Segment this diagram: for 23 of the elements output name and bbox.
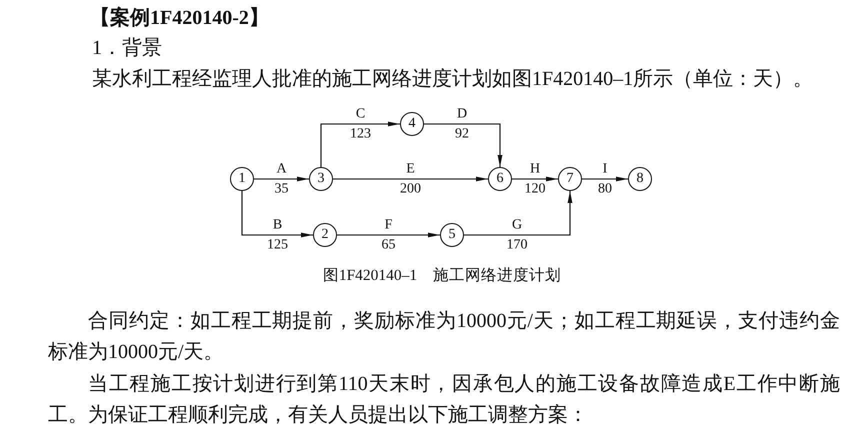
arrow — [582, 176, 628, 182]
event-node-circle: 2 — [313, 223, 337, 247]
paragraph: 合同约定：如工程工期提前，奖励标准为10000元/天；如工程工期延误，支付违约金标准为10000元/天。 — [48, 309, 840, 365]
section-heading: 1．背景 — [92, 36, 163, 61]
arrow — [320, 122, 400, 167]
figure-caption: 图1F420140–1 施工网络进度计划 — [322, 266, 562, 286]
event-node-circle: 5 — [440, 223, 464, 247]
case-title: 【案例1F420140-2】 — [90, 5, 269, 31]
arrow — [512, 176, 558, 182]
arrow — [333, 176, 488, 182]
event-node-circle: 7 — [558, 167, 582, 191]
event-node-circle: 1 — [230, 167, 254, 191]
arrow — [254, 176, 309, 182]
event-node-circle: 8 — [628, 167, 652, 191]
arrow — [241, 191, 313, 238]
arrow — [337, 232, 440, 238]
arrow — [424, 123, 502, 167]
event-node-circle: 3 — [309, 167, 333, 191]
arrow — [464, 191, 572, 236]
event-node-circle: 6 — [488, 167, 512, 191]
paragraph: 某水利工程经监理人批准的施工网络进度计划如图1F420140–1所示（单位：天）。 — [92, 67, 814, 92]
paragraph: 当工程施工按计划进行到第110天末时，因承包人的施工设备故障造成E工作中断施工。为保证工程顺利完成，有关人员提出以下施工调整方案： — [48, 372, 840, 428]
event-node-circle: 4 — [400, 112, 424, 136]
